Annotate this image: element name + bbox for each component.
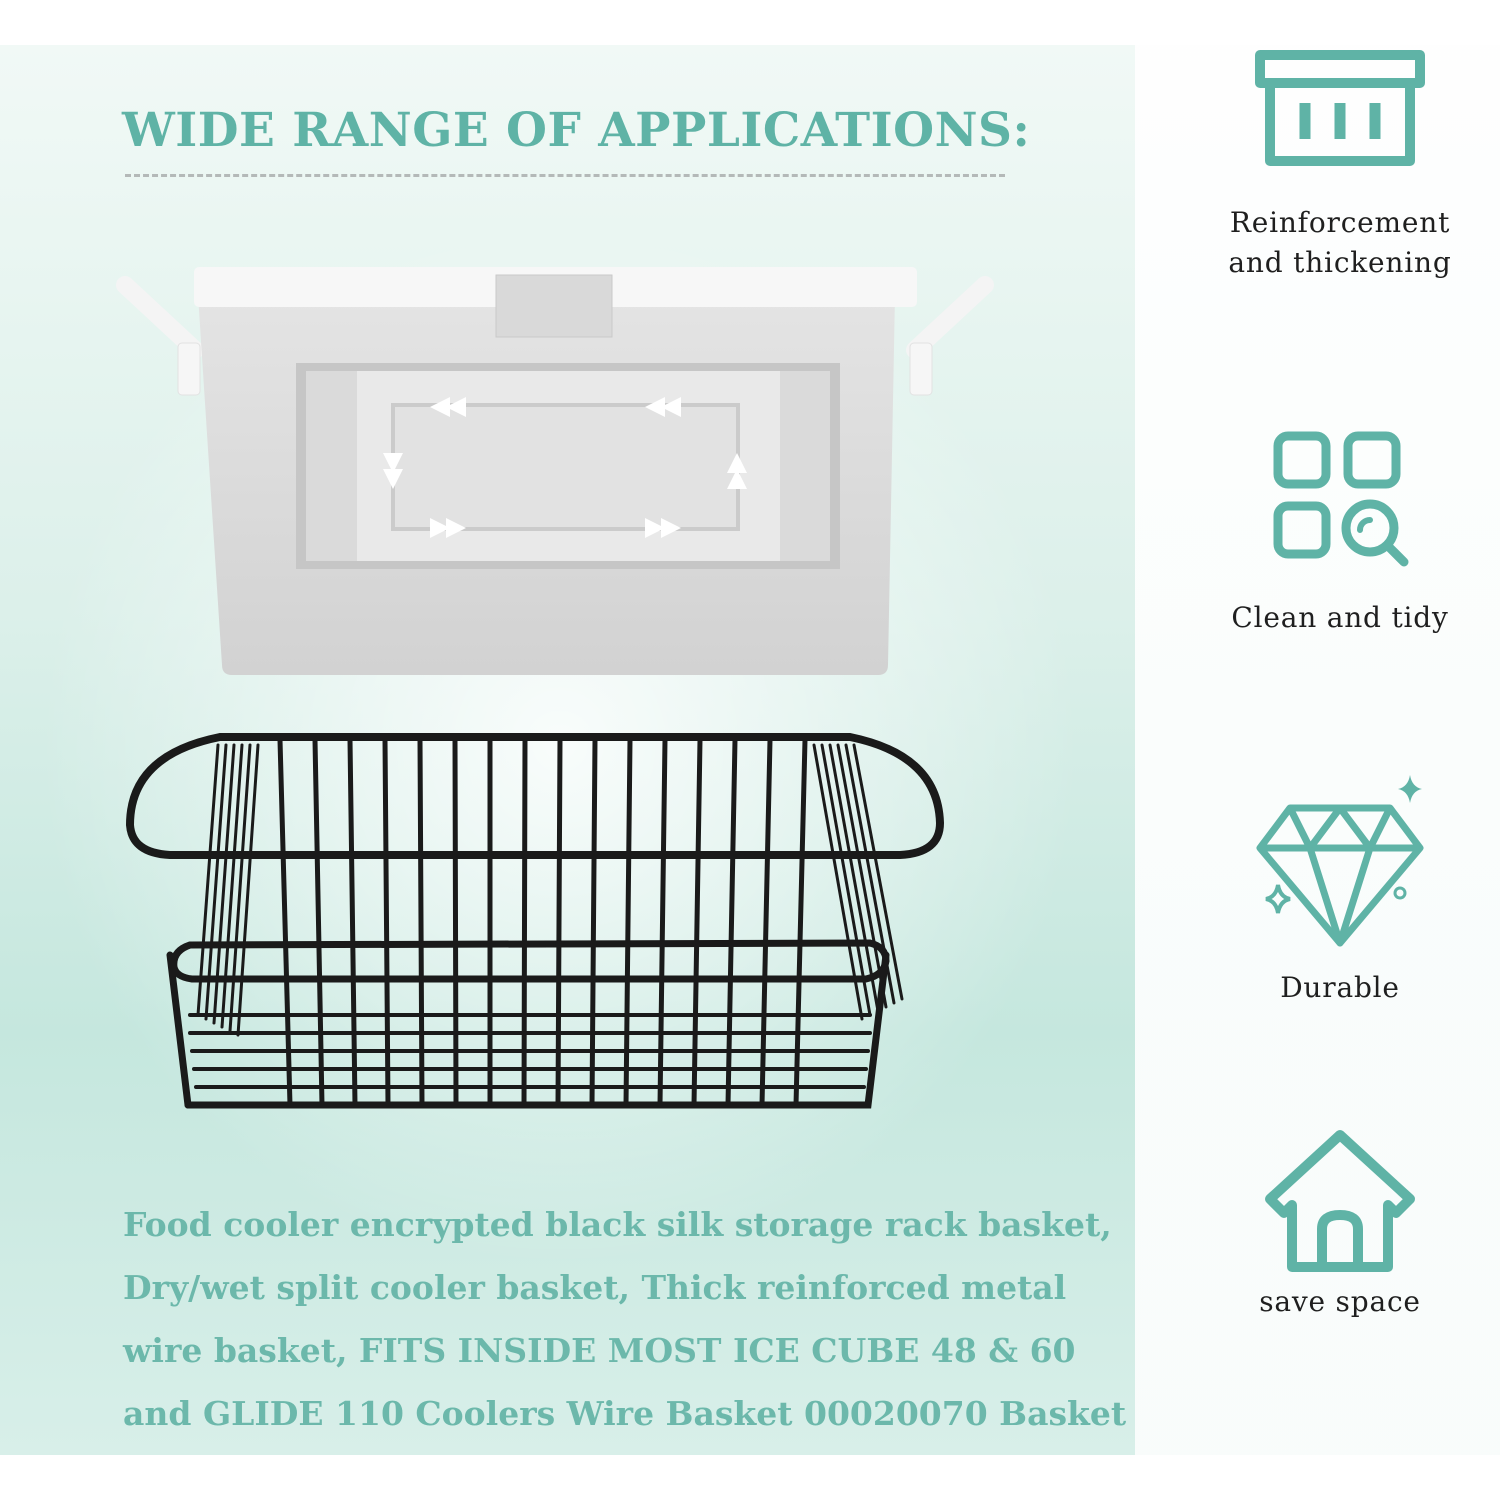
feature-clean: Clean and tidy bbox=[1190, 430, 1490, 638]
product-panel: WIDE RANGE OF APPLICATIONS: bbox=[0, 45, 1500, 1455]
house-icon bbox=[1265, 1130, 1415, 1272]
feature-reinforcement: Reinforcement and thickening bbox=[1190, 47, 1490, 283]
cooler-image bbox=[116, 267, 994, 675]
feature-label: Durable bbox=[1280, 971, 1400, 1004]
headline: WIDE RANGE OF APPLICATIONS: bbox=[122, 103, 1031, 158]
feature-label: Reinforcement bbox=[1229, 206, 1451, 239]
feature-label: and thickening bbox=[1228, 246, 1452, 279]
crate-icon bbox=[1255, 50, 1425, 166]
wire-basket-image bbox=[125, 733, 945, 1109]
feature-label: save space bbox=[1259, 1285, 1421, 1318]
feature-durable: Durable bbox=[1190, 773, 1490, 1008]
feature-label: Clean and tidy bbox=[1231, 601, 1449, 634]
features-column bbox=[1135, 45, 1500, 1455]
feature-save-space: save space bbox=[1190, 1127, 1490, 1322]
product-description: Food cooler encrypted black silk storage… bbox=[123, 1205, 1127, 1433]
headline-divider bbox=[125, 174, 1005, 177]
diamond-icon bbox=[1256, 775, 1424, 947]
grid-search-icon bbox=[1273, 431, 1409, 567]
